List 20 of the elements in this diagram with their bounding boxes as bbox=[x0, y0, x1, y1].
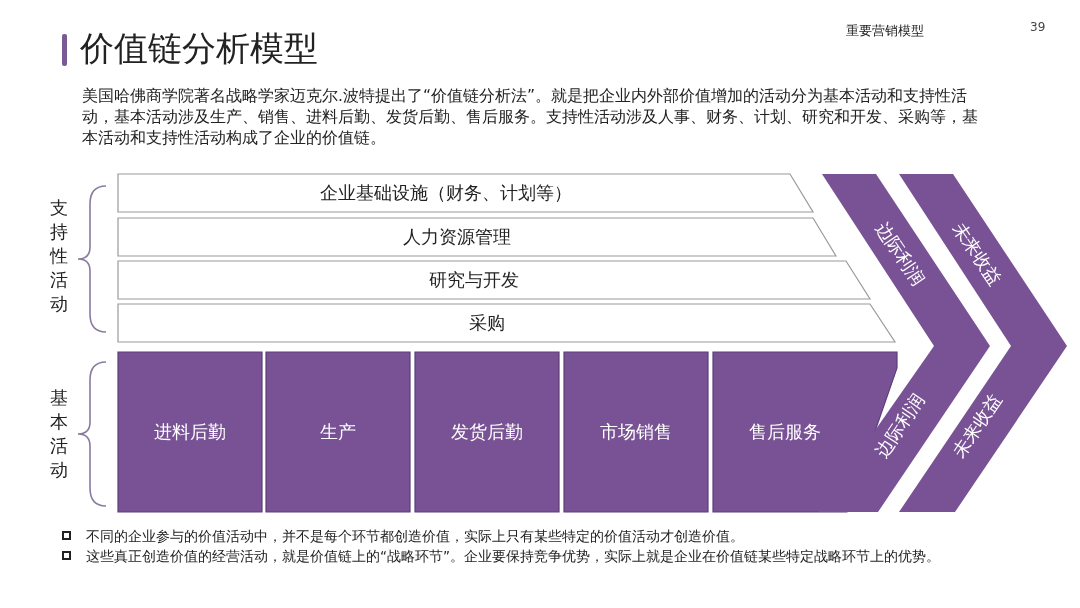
page-number: 39 bbox=[1030, 20, 1046, 34]
brace-label: 基本活动 bbox=[49, 386, 69, 482]
support-activity-band: 研究与开发 bbox=[118, 261, 870, 299]
support-activity-band: 人力资源管理 bbox=[118, 218, 836, 256]
intro-paragraph: 美国哈佛商学院著名战略学家迈克尔.波特提出了“价值链分析法”。就是把企业内外部价值增加的活动分为基本活动和支持性活动，基本活动涉及生产、销售、进料后勤、发货后勤、售后服务。支持性活动涉及人事、财务、计划、研究和开发、采购等，基本活动和支持性活动构成了企业的价值链。 bbox=[82, 86, 979, 149]
chevron-label: 未来收益 bbox=[947, 217, 1008, 292]
bullet-text: 不同的企业参与的价值活动中，并不是每个环节都创造价值，实际上只有某些特定的价值活动才创造价值。 bbox=[86, 528, 744, 546]
chevron-label: 边际利润 bbox=[870, 217, 931, 292]
primary-activity-box: 进料后勤 bbox=[118, 352, 262, 512]
primary-activity-box: 生产 bbox=[266, 352, 410, 512]
bullet-text: 这些真正创造价值的经营活动，就是价值链上的“战略环节”。企业要保持竞争优势，实际上就是企业在价值链某些特定战略环节上的优势。 bbox=[86, 548, 940, 566]
support-activity-band: 采购 bbox=[118, 304, 895, 342]
chevron-label: 边际利润 bbox=[869, 389, 930, 464]
primary-activity-box: 发货后勤 bbox=[415, 352, 559, 512]
brace-label: 支持性活动 bbox=[48, 196, 69, 316]
title: 价值链分析模型 bbox=[80, 27, 318, 70]
support-activity-band: 企业基础设施（财务、计划等） bbox=[118, 174, 813, 212]
chevron-label: 未来收益 bbox=[946, 389, 1007, 464]
primary-activity-box: 市场销售 bbox=[564, 352, 708, 512]
header-text: 重要营销模型 bbox=[846, 22, 924, 40]
